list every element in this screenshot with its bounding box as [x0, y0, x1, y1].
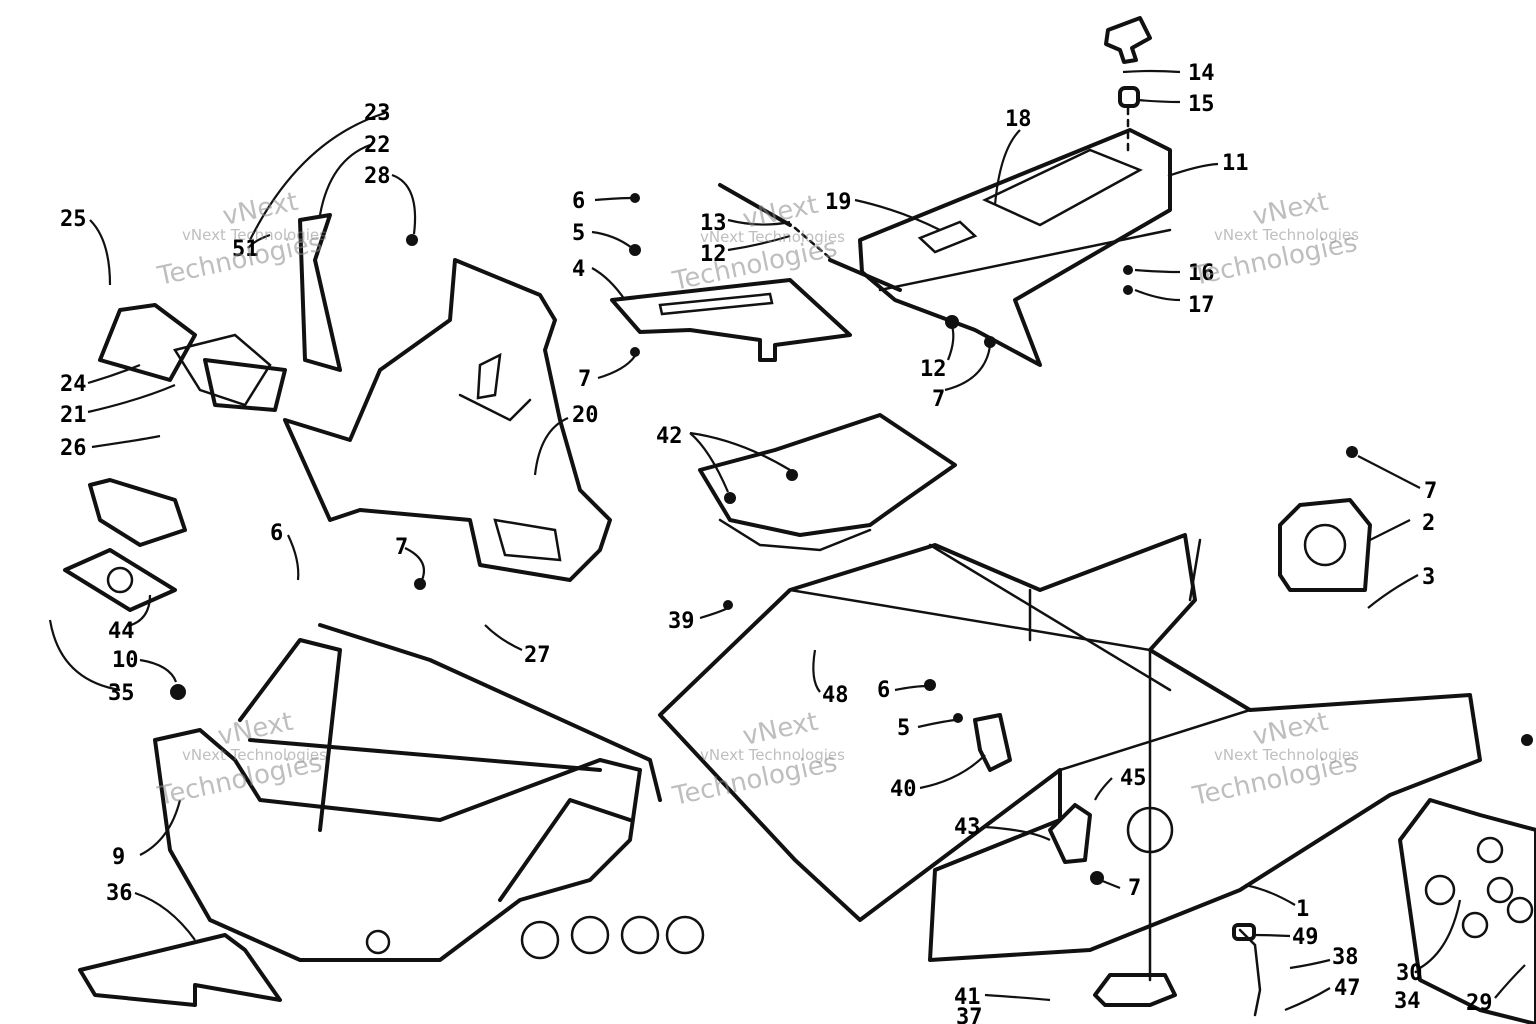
- leader-lines: [48, 69, 1526, 1012]
- callout-44: 44: [108, 619, 135, 644]
- callout-7: 7: [578, 367, 591, 392]
- callout-13: 13: [700, 211, 727, 236]
- watermark-text: vNext Technologies: [700, 228, 845, 246]
- callout-1: 1: [1296, 897, 1309, 922]
- belly-pan: [78, 933, 282, 1007]
- cable: [1232, 923, 1262, 1017]
- air-intake-box: [63, 478, 187, 612]
- callout-7: 7: [1128, 876, 1141, 901]
- callout-43: 43: [954, 815, 981, 840]
- callout-24: 24: [60, 372, 87, 397]
- callout-7: 7: [932, 387, 945, 412]
- callout-23: 23: [364, 101, 391, 126]
- callout-19: 19: [825, 190, 852, 215]
- callout-45: 45: [1120, 766, 1147, 791]
- console-panel: [283, 258, 612, 582]
- callout-3: 3: [1422, 565, 1435, 590]
- headlight-assembly: [98, 303, 287, 412]
- callout-38: 38: [1332, 945, 1359, 970]
- callout-48: 48: [822, 683, 849, 708]
- callout-22: 22: [364, 133, 391, 158]
- callout-29: 29: [1466, 991, 1493, 1016]
- callout-10: 10: [112, 648, 139, 673]
- callout-5: 5: [897, 716, 910, 741]
- watermark-text: vNext Technologies: [1214, 746, 1359, 764]
- callout-2: 2: [1422, 511, 1435, 536]
- callout-20: 20: [572, 403, 599, 428]
- callout-26: 26: [60, 436, 87, 461]
- watermark-text: vNext Technologies: [182, 746, 327, 764]
- callout-labels: 1 2 3 4 5 5 6 6 6 7 7 7 7 7 9 10 11 12 1…: [60, 61, 1493, 1024]
- watermark-text: vNext Technologies: [1214, 226, 1359, 244]
- windshield-strip: [298, 213, 342, 372]
- callout-27: 27: [524, 643, 551, 668]
- callout-36: 36: [106, 881, 133, 906]
- callout-9: 9: [112, 845, 125, 870]
- callout-17: 17: [1188, 293, 1215, 318]
- callout-11: 11: [1222, 151, 1249, 176]
- lower-right-panel: [1398, 798, 1536, 1024]
- callout-51: 51: [232, 237, 259, 262]
- side-plate: [1278, 498, 1372, 592]
- callout-14: 14: [1188, 61, 1215, 86]
- callout-12: 12: [700, 242, 727, 267]
- shock-guard: [698, 413, 957, 552]
- front-frame: [153, 623, 705, 962]
- callout-6: 6: [572, 189, 585, 214]
- callout-35: 35: [108, 681, 135, 706]
- callout-30: 30: [1396, 961, 1423, 986]
- callout-28: 28: [364, 164, 391, 189]
- callout-21: 21: [60, 403, 87, 428]
- callout-15: 15: [1188, 92, 1215, 117]
- watermark-text: vNext Technologies: [182, 226, 327, 244]
- bracket-plate: [610, 278, 852, 362]
- watermark-text: vNext Technologies: [700, 746, 845, 764]
- steering-knob: [1104, 16, 1152, 152]
- callout-7: 7: [1424, 479, 1437, 504]
- callout-42: 42: [656, 424, 683, 449]
- main-frame: [658, 533, 1482, 982]
- callout-40: 40: [890, 777, 917, 802]
- callout-34: 34: [1394, 989, 1421, 1014]
- callout-4: 4: [572, 257, 585, 282]
- callout-37: 37: [956, 1005, 983, 1024]
- callout-41: 41: [954, 985, 981, 1010]
- bottom-pad: [1093, 973, 1177, 1007]
- callout-6: 6: [877, 678, 890, 703]
- callout-5: 5: [572, 221, 585, 246]
- engine-mount: [1048, 803, 1092, 864]
- callout-18: 18: [1005, 107, 1032, 132]
- callout-7: 7: [395, 535, 408, 560]
- small-bracket: [973, 713, 1012, 772]
- callout-16: 16: [1188, 261, 1215, 286]
- callout-47: 47: [1334, 976, 1361, 1001]
- callout-49: 49: [1292, 925, 1319, 950]
- fastener-dots: [170, 193, 1533, 885]
- callout-12: 12: [920, 357, 947, 382]
- steering-post-mount: [858, 128, 1172, 367]
- callout-6: 6: [270, 521, 283, 546]
- steering-shaft: [718, 183, 902, 292]
- callout-39: 39: [668, 609, 695, 634]
- callout-25: 25: [60, 207, 87, 232]
- watermarks: vNext vNext Technologies Technologies vN…: [154, 187, 1360, 812]
